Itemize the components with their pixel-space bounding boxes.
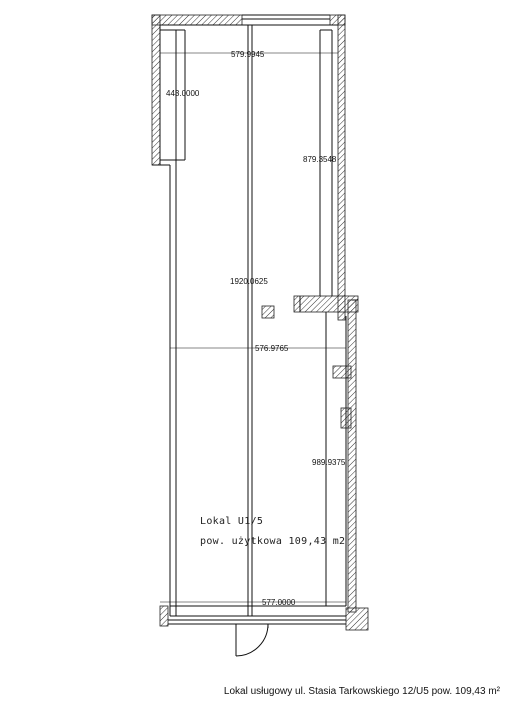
entrance-door — [235, 623, 269, 657]
wall-right-lower — [347, 299, 357, 613]
wall-bottom-left — [159, 605, 169, 627]
dim-upper-left-depth: 443.0000 — [166, 89, 200, 98]
dim-total-length: 1920.0625 — [230, 277, 268, 286]
plan-caption: Lokal usługowy ul. Stasia Tarkowskiego 1… — [223, 686, 500, 697]
wall-niche-1 — [332, 365, 352, 379]
dimension-lines — [160, 52, 346, 603]
room-name: Lokal U1/5 — [200, 516, 263, 527]
column — [261, 305, 275, 319]
dim-lower-right-height: 989.9375 — [312, 458, 346, 467]
outline — [152, 14, 358, 625]
dim-middle-width: 576.9765 — [255, 344, 289, 353]
wall-right-upper — [337, 14, 346, 321]
walls — [151, 14, 369, 631]
dim-bottom-width: 577.0000 — [262, 598, 296, 607]
wall-bottom-right — [345, 607, 369, 631]
dim-top-width: 579.9945 — [231, 50, 265, 59]
room-area: pow. użytkowa 109,43 m2 — [200, 536, 345, 547]
wall-top-left — [151, 14, 243, 26]
wall-left-upper — [151, 14, 161, 166]
dim-right-upper-height: 879.3548 — [303, 155, 337, 164]
